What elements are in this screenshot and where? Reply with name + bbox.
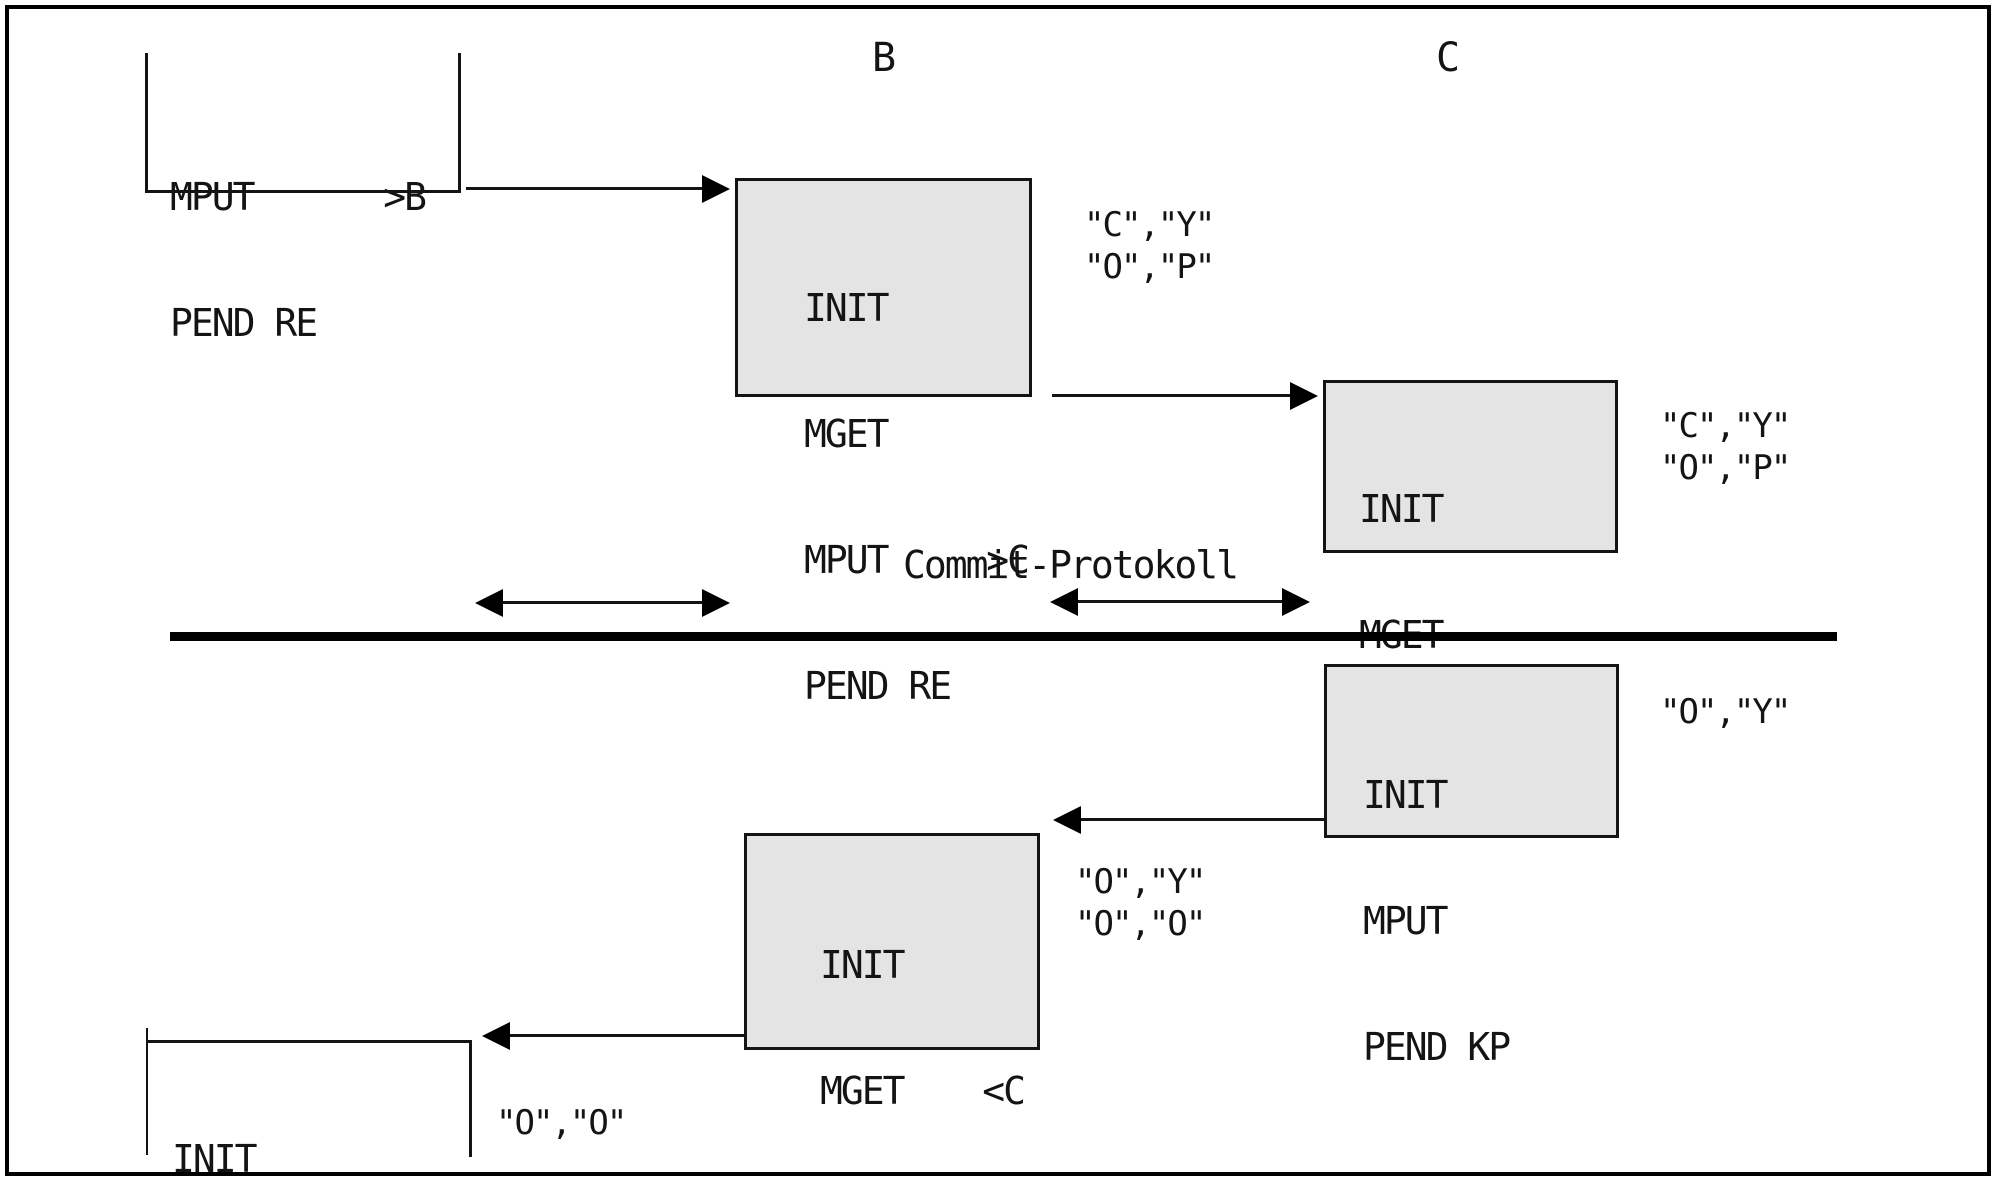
msg-values-label: "O","Y": [1660, 692, 1791, 732]
arrow-line: [1079, 818, 1324, 821]
msg-values-label: "C","Y": [1084, 205, 1215, 245]
phase-separator-line: [170, 632, 1837, 641]
arrowhead-right-icon: [1282, 588, 1310, 616]
box-b-send-text: INIT MGET <C MPUT PEND KP: [820, 860, 1026, 1181]
code-line: MPUT: [1363, 899, 1449, 943]
msg-values-label: "O","O": [1075, 904, 1206, 944]
column-label-c: C: [1436, 35, 1460, 81]
arrowhead-left-icon: [1053, 806, 1081, 834]
box-b-receive-text: INIT MGET MPUT >C PEND RE: [804, 203, 1030, 791]
msg-values-label: "O","P": [1084, 247, 1215, 287]
code-line: INIT: [820, 943, 906, 987]
arrowhead-left-icon: [1050, 588, 1078, 616]
diagram-border-frame: [5, 5, 1991, 1176]
msg-values-label: "O","P": [1660, 448, 1791, 488]
arrowhead-left-icon: [475, 589, 503, 617]
commit-protocol-label: Commit-Protokoll: [903, 543, 1239, 587]
box-a-send-text: MPUT >B PEND RE: [170, 92, 427, 428]
code-line: INIT: [1363, 773, 1449, 817]
code-line: INIT: [804, 286, 890, 330]
box-a-receive-text: INIT MGET: [172, 1054, 427, 1181]
box-left-border: [146, 1028, 148, 1155]
code-line: PEND RE: [804, 664, 952, 708]
arrow-line: [1075, 600, 1285, 603]
arrow-line: [500, 601, 706, 604]
column-label-b: B: [872, 35, 896, 81]
arrow-line: [466, 187, 704, 190]
arrowhead-right-icon: [1290, 382, 1318, 410]
code-line: MGET <C: [820, 1069, 1026, 1113]
arrowhead-right-icon: [702, 175, 730, 203]
arrowhead-right-icon: [702, 589, 730, 617]
code-line: MPUT >C: [804, 538, 1030, 582]
arrow-line: [1052, 394, 1292, 397]
code-line: INIT: [1359, 487, 1445, 531]
box-b-send: INIT MGET <C MPUT PEND KP: [744, 833, 1040, 1112]
box-c-send: INIT MPUT PEND KP: [1324, 664, 1619, 1068]
box-b-receive: INIT MGET MPUT >C PEND RE: [735, 178, 1032, 707]
box-c-receive: INIT MGET PEND SP: [1323, 380, 1618, 782]
code-line: INIT: [172, 1137, 258, 1181]
box-c-send-text: INIT MPUT PEND KP: [1363, 690, 1593, 1152]
code-line: MGET: [804, 412, 890, 456]
arrow-line: [508, 1034, 744, 1037]
code-line: PEND RE: [170, 301, 318, 345]
msg-values-label: "C","Y": [1660, 406, 1791, 446]
box-a-send: MPUT >B PEND RE: [145, 53, 461, 344]
code-line: MPUT >B: [170, 175, 427, 219]
arrowhead-left-icon: [482, 1022, 510, 1050]
code-line: PEND KP: [1363, 1025, 1511, 1069]
msg-values-label: "O","O": [496, 1103, 627, 1143]
box-right-border: [469, 1040, 472, 1157]
box-top-border: [148, 1040, 472, 1043]
msg-values-label: "O","Y": [1075, 862, 1206, 902]
